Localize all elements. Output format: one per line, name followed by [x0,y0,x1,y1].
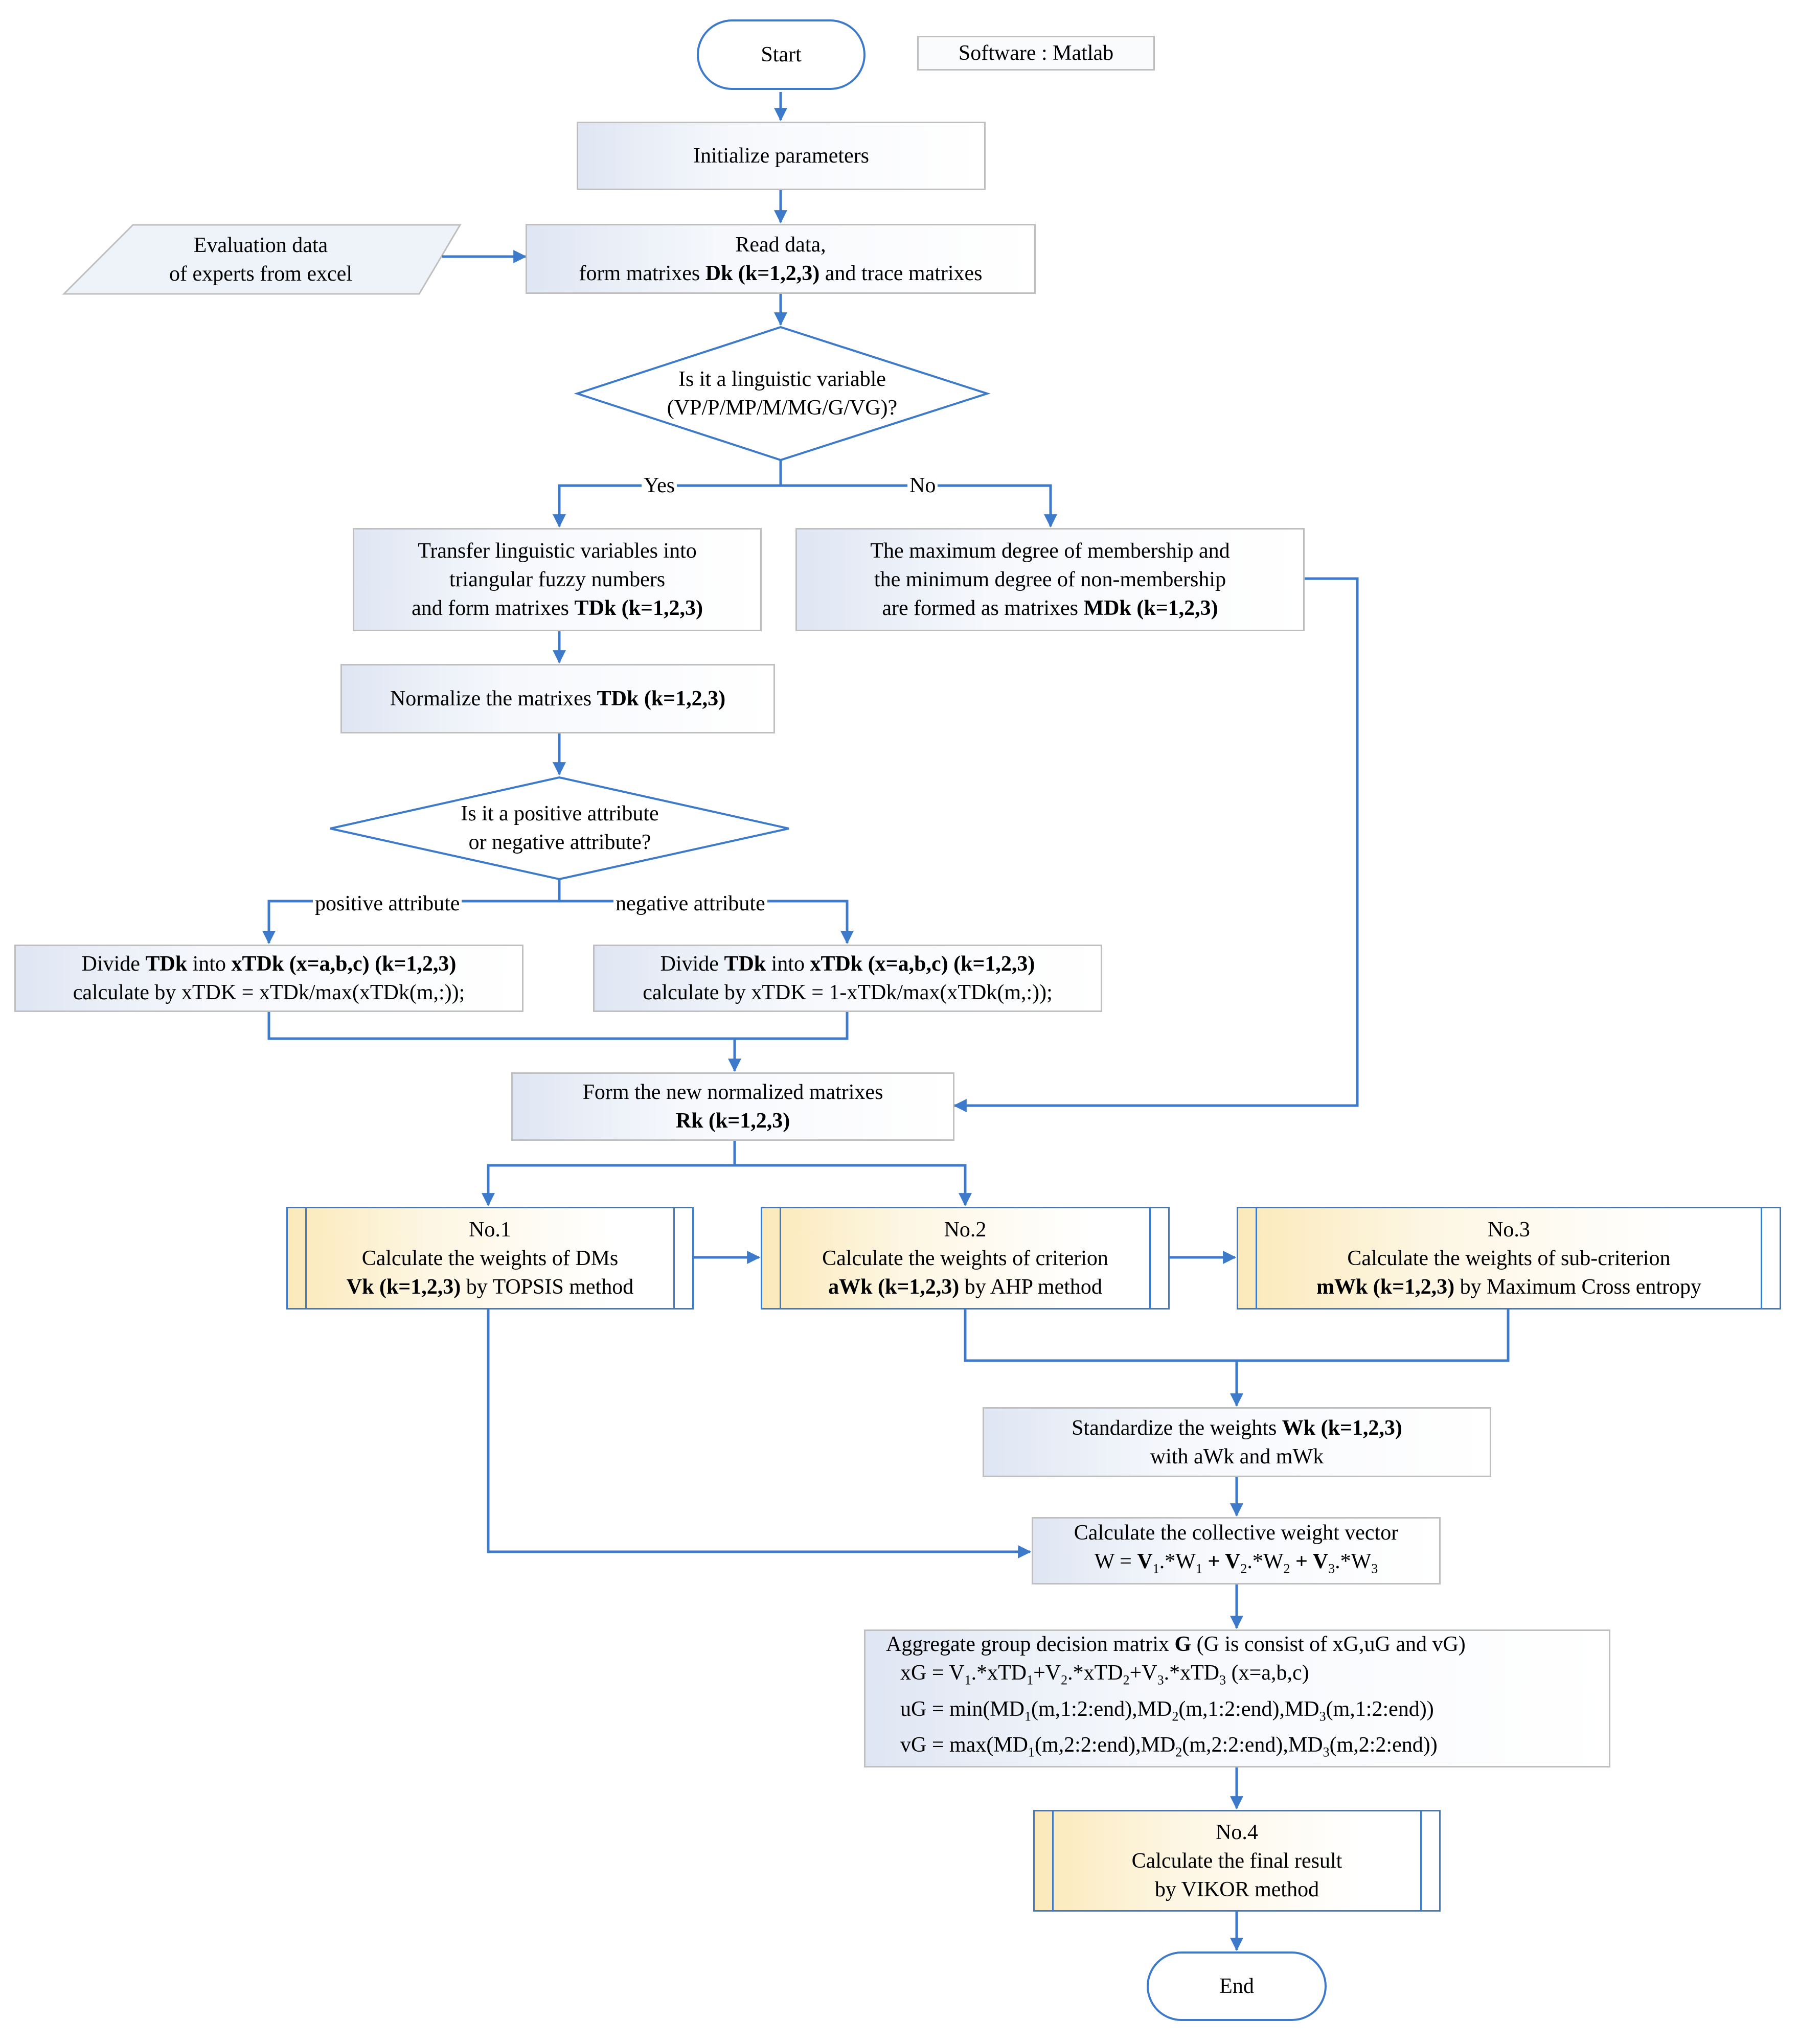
aggregate-process: Aggregate group decision matrix G (G is … [864,1629,1610,1767]
divneg-line-2: calculate by xTDK = 1-xTDk/max(xTDk(m,:)… [643,981,1053,1004]
positive-attribute-label: positive attribute [313,889,462,918]
no4-line-3: by VIKOR method [1154,1877,1319,1901]
q1-line-1: Is it a linguistic variable [678,368,886,391]
input-line-2: of experts from excel [169,262,352,286]
standardize-line-1: Standardize the weights Wk (k=1,2,3) [1072,1416,1402,1440]
read-line-2: form matrixes Dk (k=1,2,3) and trace mat… [579,261,983,285]
no-label: No [907,471,938,500]
collective-weight-process: Calculate the collective weight vector W… [1032,1517,1441,1584]
input-data-text: Evaluation data of experts from excel [87,227,435,291]
input-line-1: Evaluation data [193,233,328,257]
aggregate-ug: uG = min(MD1(m,1:2:end),MD2(m,1:2:end),M… [900,1697,1434,1724]
no1-subprocess: No.1 Calculate the weights of DMs Vk (k=… [286,1207,694,1310]
start-terminal: Start [697,19,866,90]
transfer-process: Transfer linguistic variables into trian… [353,528,762,631]
arrow-formnew-no2 [735,1164,972,1207]
arrow-q1-no [781,484,1057,528]
transfer-line-3: and form matrixes TDk (k=1,2,3) [412,596,703,620]
transfer-line-1: Transfer linguistic variables into [418,539,697,563]
no4-title: No.4 [1216,1820,1258,1844]
aggregate-vg: vG = max(MD1(m,2:2:end),MD2(m,2:2:end),M… [900,1733,1438,1760]
arrow-maxdeg-formnew [953,577,1359,1112]
yes-label: Yes [642,471,677,500]
divpos-line-1: Divide TDk into xTDk (x=a,b,c) (k=1,2,3) [81,952,457,976]
no2-line-3: aWk (k=1,2,3) by AHP method [828,1275,1102,1299]
formnew-line-1: Form the new normalized matrixes [582,1081,883,1104]
software-note: Software : Matlab [917,36,1155,71]
input-parallelogram [62,224,462,295]
aggregate-line-1: Aggregate group decision matrix G (G is … [886,1633,1466,1657]
maxdeg-line-3: are formed as matrixes MDk (k=1,2,3) [882,596,1218,620]
q1-line-2: (VP/P/MP/M/MG/G/VG)? [667,396,898,420]
no4-line-2: Calculate the final result [1131,1849,1342,1873]
membership-process: The maximum degree of membership and the… [795,528,1305,631]
transfer-line-2: triangular fuzzy numbers [449,568,666,591]
initialize-process: Initialize parameters [577,122,986,190]
maxdeg-line-2: the minimum degree of non-membership [874,568,1226,591]
no2-subprocess: No.2 Calculate the weights of criterion … [761,1207,1170,1310]
formnew-line-2: Rk (k=1,2,3) [675,1109,790,1133]
standardize-process: Standardize the weights Wk (k=1,2,3) wit… [983,1407,1491,1477]
form-normalized-process: Form the new normalized matrixes Rk (k=1… [511,1072,954,1141]
arrow-formnew-no1 [482,1141,736,1207]
divpos-line-2: calculate by xTDK = xTDk/max(xTDk(m,:)); [73,981,465,1004]
divide-positive-process: Divide TDk into xTDk (x=a,b,c) (k=1,2,3)… [14,945,523,1012]
arrow-no1-collective [487,1310,1032,1558]
no3-line-2: Calculate the weights of sub-criterion [1347,1246,1671,1270]
no1-line-2: Calculate the weights of DMs [361,1246,619,1270]
q2-line-1: Is it a positive attribute [461,802,659,825]
negative-attribute-label: negative attribute [613,889,767,918]
decision-attribute-text: Is it a positive attribute or negative a… [404,797,716,859]
software-label: Software : Matlab [958,41,1114,65]
decision-linguistic-text: Is it a linguistic variable (VP/P/MP/M/M… [603,358,961,429]
normalize-process: Normalize the matrixes TDk (k=1,2,3) [340,664,775,733]
end-terminal: End [1147,1951,1327,2021]
end-label: End [1219,1974,1254,1998]
read-data-process: Read data, form matrixes Dk (k=1,2,3) an… [526,224,1036,294]
divneg-line-1: Divide TDk into xTDk (x=a,b,c) (k=1,2,3) [660,952,1035,976]
read-line-1: Read data, [735,233,826,257]
no4-subprocess: No.4 Calculate the final result by VIKOR… [1033,1810,1441,1912]
no3-line-3: mWk (k=1,2,3) by Maximum Cross entropy [1316,1275,1702,1299]
aggregate-xg: xG = V1.*xTD1+V2.*xTD2+V3.*xTD3 (x=a,b,c… [900,1661,1309,1688]
maxdeg-line-1: The maximum degree of membership and [870,539,1230,563]
normalize-label: Normalize the matrixes TDk (k=1,2,3) [390,687,726,710]
no1-title: No.1 [469,1218,511,1242]
no2-line-2: Calculate the weights of criterion [822,1246,1108,1270]
no1-line-3: Vk (k=1,2,3) by TOPSIS method [346,1275,634,1299]
no3-subprocess: No.3 Calculate the weights of sub-criter… [1237,1207,1781,1310]
standardize-line-2: with aWk and mWk [1150,1444,1324,1468]
divide-negative-process: Divide TDk into xTDk (x=a,b,c) (k=1,2,3)… [593,945,1102,1012]
collective-formula: W = V1.*W1 + V2.*W2 + V3.*W3 [1094,1549,1378,1576]
q2-line-2: or negative attribute? [468,831,651,854]
no2-title: No.2 [944,1218,987,1242]
collective-line-1: Calculate the collective weight vector [1074,1521,1399,1545]
line-divpos-join [267,1012,849,1040]
no3-title: No.3 [1488,1218,1530,1242]
line-no2-join [964,1310,1510,1362]
start-label: Start [761,43,802,66]
initialize-label: Initialize parameters [693,144,869,168]
